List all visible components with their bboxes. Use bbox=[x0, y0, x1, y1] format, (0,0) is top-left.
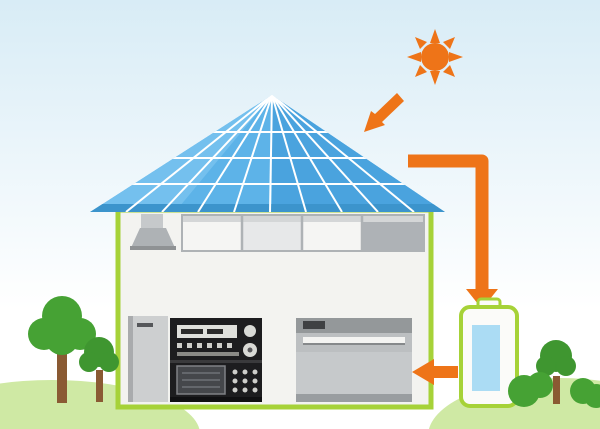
battery-charge-level bbox=[472, 325, 500, 391]
sun-core bbox=[421, 43, 449, 71]
panel-grid-line bbox=[271, 95, 379, 212]
tree-trunk bbox=[553, 376, 560, 404]
microwave-button bbox=[232, 369, 238, 375]
upper-floor-windows bbox=[181, 214, 425, 252]
microwave-button bbox=[232, 378, 238, 384]
foliage-lobe bbox=[536, 356, 556, 376]
sun-ray bbox=[449, 52, 463, 62]
stack-button bbox=[187, 343, 192, 348]
panel-grid-line bbox=[125, 95, 273, 212]
dishwasher-base bbox=[296, 394, 412, 402]
house bbox=[115, 207, 434, 410]
tree-foliage bbox=[536, 340, 576, 376]
microwave-window-line bbox=[182, 379, 220, 381]
foliage-lobe bbox=[99, 352, 119, 372]
kitchen-appliances bbox=[128, 316, 412, 402]
microwave-button bbox=[252, 378, 258, 384]
panel-grid-line bbox=[271, 95, 307, 212]
cabinet-shade bbox=[128, 316, 133, 402]
cabinet-body bbox=[128, 316, 168, 402]
display-segment bbox=[181, 329, 203, 334]
sun-ray bbox=[415, 37, 427, 49]
sun-ray bbox=[430, 71, 440, 85]
microwave-button bbox=[242, 387, 248, 393]
dishwasher-handle bbox=[303, 337, 405, 343]
left-hill bbox=[0, 380, 200, 429]
panel-grid-line bbox=[197, 95, 273, 212]
vent-hood-chimney bbox=[141, 214, 163, 230]
vent-hood-edge bbox=[130, 246, 176, 250]
trees-left bbox=[28, 296, 119, 403]
microwave-button bbox=[242, 378, 248, 384]
roof-left-highlight bbox=[90, 95, 272, 212]
power-arrow-shaft bbox=[408, 154, 489, 291]
sun-icon bbox=[407, 29, 463, 85]
dishwasher bbox=[296, 318, 412, 402]
foliage-lobe bbox=[556, 356, 576, 376]
bushes bbox=[508, 372, 600, 408]
stack-button bbox=[207, 343, 212, 348]
greenery-right bbox=[508, 340, 600, 408]
cabinet-handle bbox=[137, 323, 153, 327]
kitchen-cabinet bbox=[128, 316, 168, 402]
window-pane bbox=[243, 222, 302, 250]
stack-knob bbox=[244, 325, 256, 337]
microwave-button bbox=[252, 387, 258, 393]
stack-base bbox=[170, 397, 262, 402]
sunlight-to-roof-arrow bbox=[364, 93, 404, 132]
foliage-lobe bbox=[45, 321, 79, 355]
microwave-window-line bbox=[182, 386, 220, 388]
stack-knob-center bbox=[247, 347, 253, 353]
roof-eave bbox=[90, 204, 445, 212]
bush bbox=[584, 384, 600, 408]
dishwasher-handle-shadow bbox=[303, 343, 405, 345]
panel-grid-line bbox=[271, 95, 343, 212]
roof-right-shade bbox=[272, 95, 445, 212]
battery-to-appliances-arrow bbox=[412, 359, 458, 385]
microwave-button bbox=[252, 369, 258, 375]
stack-divider bbox=[170, 360, 262, 363]
bush bbox=[527, 372, 553, 398]
panel-grid-line bbox=[161, 95, 273, 212]
microwave-window-line bbox=[182, 372, 220, 374]
window-pane bbox=[363, 222, 423, 250]
display-segment bbox=[207, 329, 223, 334]
stack-button bbox=[227, 343, 232, 348]
stack-button bbox=[197, 343, 202, 348]
tree-trunk bbox=[96, 370, 103, 402]
tree-foliage bbox=[79, 337, 119, 372]
oven-microwave-stack bbox=[170, 318, 262, 402]
tree-trunk bbox=[57, 345, 67, 403]
storage-battery bbox=[459, 297, 519, 408]
panel-grid-line bbox=[233, 95, 273, 212]
stack-button bbox=[177, 343, 182, 348]
microwave-button bbox=[242, 369, 248, 375]
panel-grid-line bbox=[269, 95, 273, 212]
sun-ray bbox=[443, 37, 455, 49]
tree-foliage bbox=[28, 296, 96, 355]
panel-grid-line bbox=[271, 95, 415, 212]
foliage-lobe bbox=[79, 352, 99, 372]
upper-floor bbox=[130, 214, 425, 252]
dishwasher-control bbox=[303, 321, 325, 329]
stack-button bbox=[217, 343, 222, 348]
sun-ray bbox=[407, 52, 421, 62]
sun-ray bbox=[443, 65, 455, 77]
dishwasher-door bbox=[296, 352, 412, 394]
microwave-button bbox=[232, 387, 238, 393]
vent-hood bbox=[130, 228, 176, 250]
sun-ray bbox=[430, 29, 440, 43]
stack-vent-slot bbox=[177, 352, 239, 356]
sun-ray bbox=[415, 65, 427, 77]
